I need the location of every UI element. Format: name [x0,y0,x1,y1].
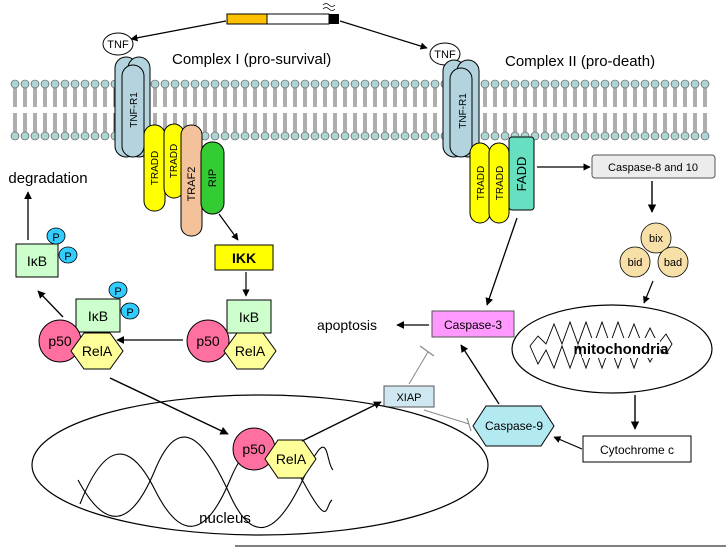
degradation-label: degradation [8,170,87,187]
p-bubble-top-a [46,227,66,245]
caspase-8-10-label: Caspase-8 and 10 [608,162,698,174]
caspase-9-shape [472,405,555,447]
p50-protein-right [186,319,230,363]
cytochrome-c-label: Cytochrome c [600,443,674,457]
bad-protein [657,246,689,278]
arrow-cytochrome-to-caspase-9 [553,436,583,450]
bad-label: bad [664,257,682,269]
complex-two-title: Complex II (pro-death) [505,53,655,70]
tnf-precursor-bar [226,3,339,25]
caspase-3-box [431,310,515,338]
rela-protein-left [70,332,124,370]
p50-label-right: p50 [196,333,220,349]
rip-protein: RIP [200,141,225,215]
p-label-mid-a: P [114,286,121,298]
nucleus-label: nucleus [199,510,251,527]
arrow-complex-to-ikk [218,213,239,241]
apoptosis-label: apoptosis [317,317,377,333]
ikb-label-right: IκB [239,309,259,325]
p50-label-left: p50 [48,333,72,349]
tnfr1-receptor-left [114,56,151,158]
tnfr1-receptor-right [442,59,480,158]
inhibit-xiap-caspase-3 [408,345,435,385]
cytochrome-c-box [582,435,692,463]
xiap-box [383,385,435,408]
caspase-9-label: Caspase-9 [485,419,543,433]
bix-label: bix [649,233,664,245]
rela-label-nucleus: RelA [276,451,307,467]
rela-protein-right [223,332,277,370]
tradd-label-b: TRADD [169,144,180,178]
p-label-top-a: P [52,232,59,244]
inhibit-xiap-caspase-9 [423,409,472,432]
tnf-ligand-left [102,32,134,56]
arrow-tnf-left [130,20,227,42]
caspase-3-label: Caspase-3 [444,318,502,332]
p-bubble-top-b [58,246,78,264]
xiap-label: XIAP [396,392,421,404]
traf2-protein: TRAF2 [180,124,203,237]
dna-double-helix [77,436,334,529]
ikb-box-middle [75,298,121,333]
p-label-mid-b: P [126,307,133,319]
caspase-8-10-box [591,154,716,179]
tradd-label-a: TRADD [150,151,161,185]
ikk-box [214,244,274,271]
ikb-box-top [15,243,59,278]
p50-label-nucleus: p50 [242,441,266,457]
p-bubble-mid-a [108,281,128,299]
tradd-protein-a: TRADD [143,124,166,212]
tradd-protein-c: TRADD [469,142,491,224]
complex-one-title: Complex I (pro-survival) [172,51,331,68]
arrow-tnf-right [339,20,428,50]
bid-label: bid [628,257,643,269]
rip-label: RIP [207,169,219,187]
bid-protein [619,246,651,278]
tnfr1-label-left: TNF-R1 [129,92,140,128]
arrow-fadd-to-caspase-3 [485,217,518,306]
p-bubble-mid-b [120,302,140,320]
ikb-label-middle: IκB [88,308,108,324]
arrow-bcl2-to-mitochondria [643,280,654,304]
tradd-label-c: TRADD [476,166,487,200]
tnf-label-left: TNF [107,39,129,51]
p-label-top-b: P [64,251,71,263]
rela-label-left: RelA [82,343,113,359]
rela-label-right: RelA [235,343,266,359]
ikb-box-right [226,299,272,334]
mitochondria-label: mitochondria [573,341,669,358]
ikk-label: IKK [232,250,256,266]
traf2-label: TRAF2 [186,167,198,202]
arrow-nucleus-to-xiap [301,401,382,442]
tnf-label-right: TNF [434,49,456,61]
arrow-nfkb-to-nucleus [109,377,229,435]
bix-protein [640,222,672,254]
fadd-protein: FADD [508,136,535,211]
arrow-caspase-9-to-caspase-3 [460,344,500,405]
fadd-label: FADD [514,157,529,192]
tradd-label-d: TRADD [495,166,506,200]
ikb-label-top: IκB [27,253,47,269]
tradd-protein-d: TRADD [488,142,510,224]
tnfr1-label-right: TNF-R1 [458,93,469,129]
arrow-ikb-release [37,290,64,318]
